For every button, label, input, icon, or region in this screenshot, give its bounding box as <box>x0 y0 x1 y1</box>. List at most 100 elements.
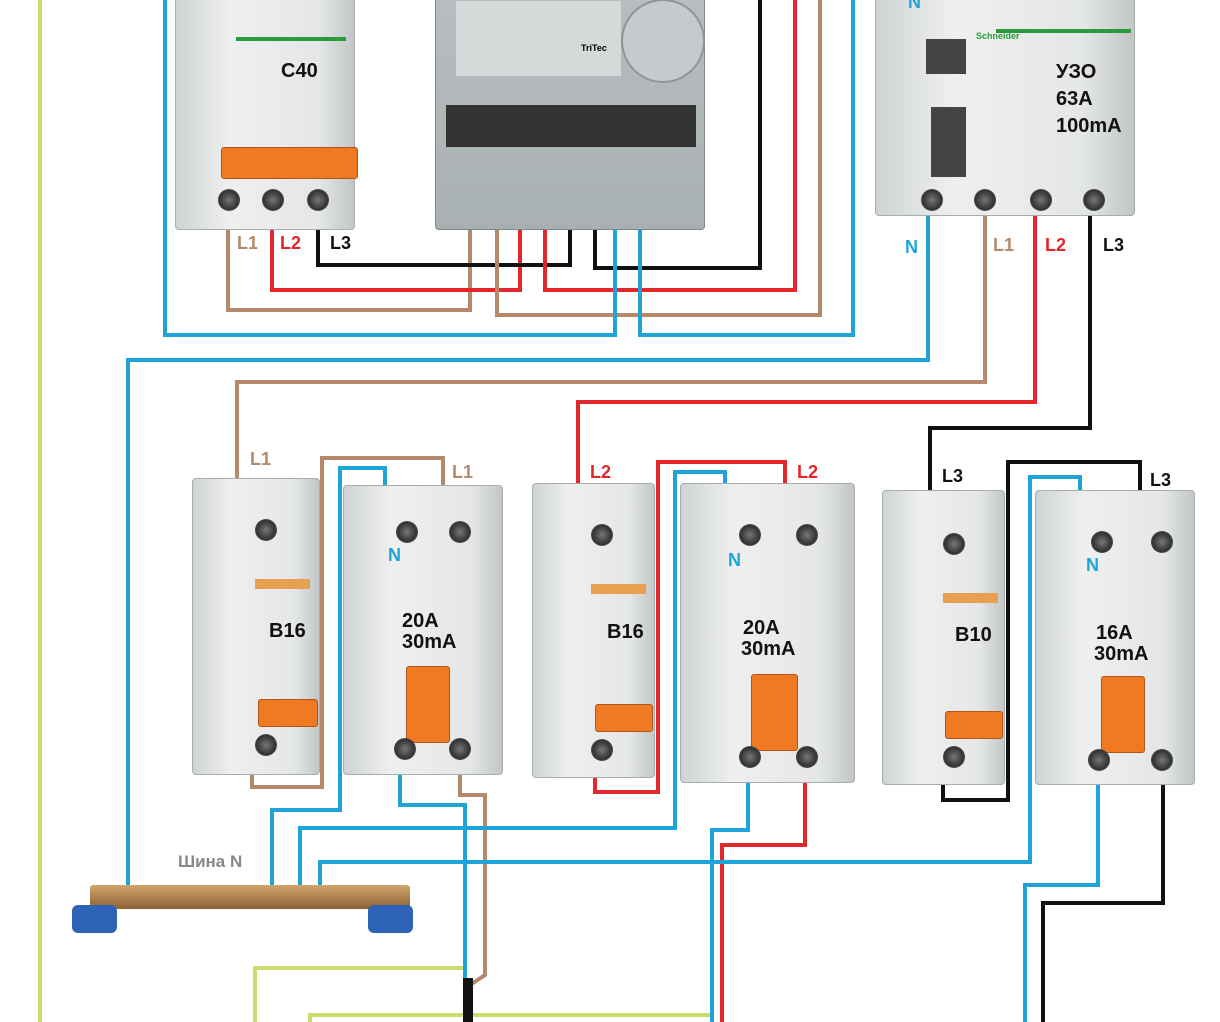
terminal-screw <box>591 524 613 546</box>
main-rcd: Schneider УЗО 63A 100mA <box>875 0 1135 216</box>
meter-brand: TriTec <box>581 43 607 53</box>
label-l2: L2 <box>280 233 302 253</box>
wire-l2-b16-rcd <box>593 460 787 794</box>
brand-stripe <box>236 37 346 41</box>
label-l2: L2 <box>1045 235 1067 255</box>
wire-n-rcd1 <box>270 466 387 885</box>
wire-l2-group2 <box>576 215 1037 490</box>
terminal-screw <box>394 738 416 760</box>
label-l2: L2 <box>797 462 819 482</box>
brand-stripe <box>996 29 1131 33</box>
terminal-screw <box>307 189 329 211</box>
wire-l1-group1 <box>235 215 987 490</box>
breaker-handle[interactable] <box>258 699 318 727</box>
rcd-handle[interactable] <box>751 674 798 751</box>
label-l3: L3 <box>330 233 352 253</box>
rcd-lever[interactable] <box>931 107 966 177</box>
label-l1: L1 <box>237 233 259 253</box>
terminal-screw <box>739 746 761 768</box>
terminal-screw <box>1030 189 1052 211</box>
terminal-block <box>446 105 696 147</box>
rcd-current: 16A <box>1096 622 1133 644</box>
rcd-group-1: 20A 30mA <box>343 485 503 775</box>
label-n: N <box>728 550 741 570</box>
wire-l3-group3 <box>928 215 1092 498</box>
neutral-busbar <box>90 885 410 909</box>
rcd-current: 20A <box>402 610 439 632</box>
wire-n-out2 <box>710 775 750 1022</box>
terminal-screw <box>943 746 965 768</box>
label-l1: L1 <box>250 449 272 469</box>
terminal-screw <box>796 524 818 546</box>
terminal-screw <box>1151 531 1173 553</box>
breaker-rating: B16 <box>269 620 306 642</box>
label-n: N <box>1086 555 1099 575</box>
wire-n-rcd2 <box>298 470 727 885</box>
label-l1: L1 <box>993 235 1015 255</box>
test-button[interactable] <box>926 39 966 74</box>
label-n-top: N <box>908 0 921 12</box>
wire-n-in <box>163 0 617 337</box>
label-l3: L3 <box>1150 470 1172 490</box>
meter-dial <box>621 0 705 83</box>
rcd-leakage: 30mA <box>402 631 457 653</box>
rcd-brand: Schneider <box>976 31 1020 41</box>
label-l3: L3 <box>1103 235 1125 255</box>
wire-n-meter-rcd <box>638 0 855 337</box>
main-rcd-title: УЗО <box>1056 61 1097 83</box>
terminal-screw <box>396 521 418 543</box>
breaker-rating: B10 <box>955 624 992 646</box>
terminal-screw <box>796 746 818 768</box>
wire-l3-out3 <box>1041 780 1165 1022</box>
label-n: N <box>905 237 918 257</box>
terminal-screw <box>449 738 471 760</box>
terminal-screw <box>1083 189 1105 211</box>
terminal-screw <box>1091 531 1113 553</box>
label-l3: L3 <box>942 466 964 486</box>
terminal-screw <box>218 189 240 211</box>
wire-l1-b16-rcd <box>250 456 445 789</box>
rcd-handle[interactable] <box>406 666 450 743</box>
terminal-screw <box>449 521 471 543</box>
busbar-insulator <box>368 905 413 933</box>
breaker-group-1: B16 <box>192 478 320 775</box>
rcd-leakage: 30mA <box>1094 643 1149 665</box>
breaker-handle[interactable] <box>595 704 653 732</box>
breaker-handle[interactable] <box>945 711 1003 739</box>
breaker-group-3: B10 <box>882 490 1005 785</box>
rcd-leakage: 30mA <box>741 638 796 660</box>
green-wire <box>253 966 465 1022</box>
breaker-handle[interactable] <box>221 147 358 179</box>
breaker-rating: B16 <box>607 621 644 643</box>
brand-plate <box>591 584 646 594</box>
busbar-label: Шина N <box>178 852 243 871</box>
wire-l1-meter-rcd <box>495 0 822 317</box>
brand-plate <box>255 579 310 589</box>
terminal-screw <box>739 524 761 546</box>
busbar-insulator <box>72 905 117 933</box>
brand-plate <box>943 593 998 603</box>
terminal-screw <box>255 519 277 541</box>
green-wire <box>308 1013 710 1022</box>
terminal-screw <box>1151 749 1173 771</box>
terminal-screw <box>943 533 965 555</box>
rcd-handle[interactable] <box>1101 676 1145 753</box>
wire-n-out3 <box>1023 780 1100 1022</box>
electricity-meter: TriTec <box>435 0 705 230</box>
terminal-screw <box>1088 749 1110 771</box>
rcd-current: 20A <box>743 617 780 639</box>
main-breaker-rating: C40 <box>281 60 318 82</box>
wire-n-rcd3 <box>318 475 1082 885</box>
main-breaker-c40: C40 <box>175 0 358 230</box>
wire-l1-out1 <box>458 760 487 987</box>
label-l2: L2 <box>590 462 612 482</box>
main-rcd-current: 63A <box>1056 88 1093 110</box>
rcd-group-3: 16A 30mA <box>1035 490 1195 785</box>
terminal-screw <box>255 734 277 756</box>
wire-n-bus <box>126 215 930 885</box>
main-rcd-leakage: 100mA <box>1056 115 1122 137</box>
meter-panel <box>456 1 621 76</box>
terminal-screw <box>921 189 943 211</box>
